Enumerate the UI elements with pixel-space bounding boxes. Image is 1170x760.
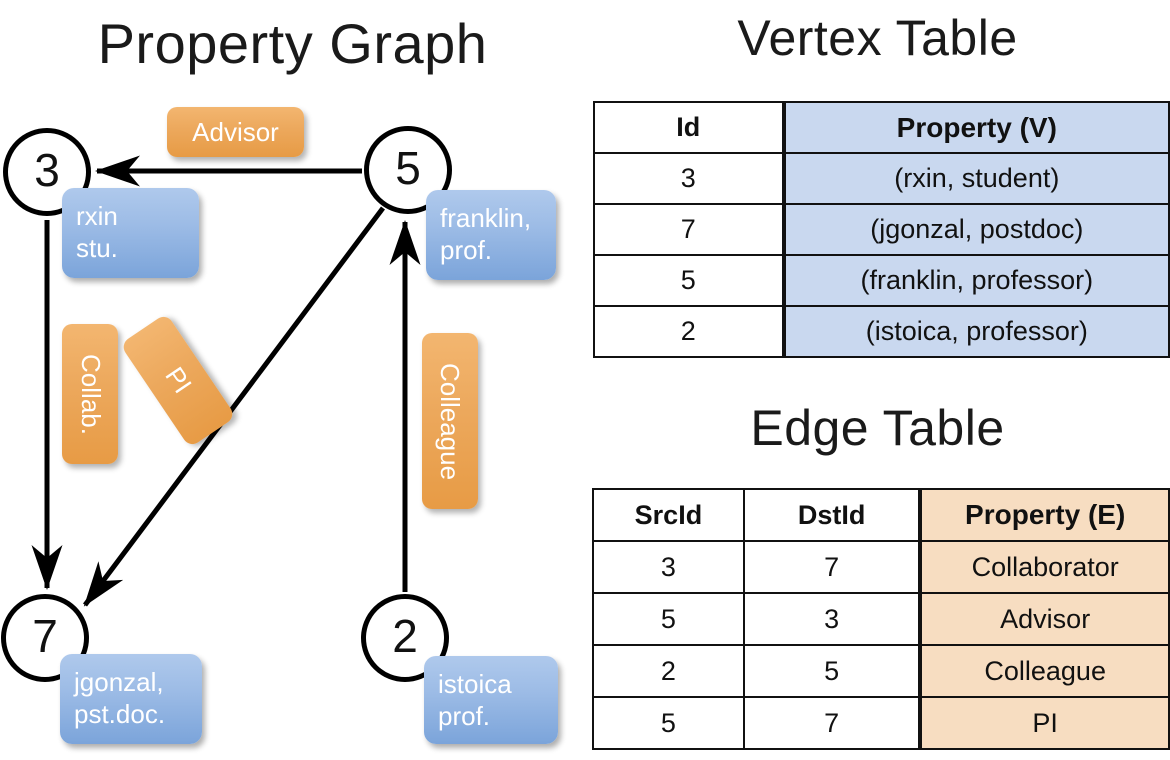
property-graph-panel: Property Graph 3 5 7 2 rxin stu. frankli… [1,12,558,744]
edge-table-cell-property: Collaborator [918,540,1170,594]
vertex-table-cell-id: 7 [593,203,785,256]
vertex-table: Id Property (V) 3 (rxin, student) 7 (jgo… [593,101,1170,358]
edge-label-colleague-text: Colleague [435,362,466,480]
edge-table-cell-srcid: 5 [592,592,745,646]
page-title-edge-table: Edge Table [750,400,1005,456]
edge-table-cell-property: Colleague [918,644,1170,698]
edge-table-cell-dstid: 7 [742,540,922,594]
edge-label-collab-text: Collab. [75,353,106,435]
graph-node-5[interactable]: 5 [364,126,452,214]
edge-table-header-srcid: SrcId [592,488,745,542]
table-row: 2 (istoica, professor) [593,305,1170,358]
edge-label-box-advisor: Advisor [167,107,304,157]
edge-label-box-colleague: Colleague [422,333,478,509]
edge-arrow-pi [83,206,385,607]
edge-table: SrcId DstId Property (E) 3 7 Collaborato… [592,488,1170,750]
vertex-property-box-rxin: rxin stu. [62,188,199,278]
vertex-property-rxin-line2: stu. [76,233,118,263]
vertex-table-cell-property: (jgonzal, postdoc) [781,203,1170,256]
edge-label-box-collab: Collab. [62,324,118,464]
vertex-table-cell-id: 3 [593,152,785,205]
vertex-property-istoica-line2: prof. [438,701,491,731]
vertex-property-box-franklin: franklin, prof. [426,190,556,280]
page-title-vertex-table: Vertex Table [737,10,1018,66]
edge-label-pi-text: PI [159,361,198,399]
vertex-table-header-property: Property (V) [781,101,1170,154]
edge-table-header-property: Property (E) [918,488,1170,542]
edge-table-cell-dstid: 3 [742,592,922,646]
vertex-table-cell-property: (istoica, professor) [781,305,1170,358]
vertex-property-box-jgonzal: jgonzal, pst.doc. [60,654,202,744]
edge-label-advisor-text: Advisor [192,116,279,147]
graph-node-3-label: 3 [34,144,60,196]
vertex-property-box-istoica: istoica prof. [424,656,558,744]
vertex-table-cell-id: 5 [593,254,785,307]
vertex-property-rxin-line1: rxin [76,201,118,231]
table-row: 3 7 Collaborator [592,540,1170,594]
vertex-table-cell-property: (rxin, student) [781,152,1170,205]
graph-edges-layer [31,155,421,607]
graph-node-5-label: 5 [395,142,421,194]
graph-node-2-label: 2 [392,610,418,662]
table-row: 5 (franklin, professor) [593,254,1170,307]
vertex-property-franklin-line2: prof. [440,235,493,265]
table-row: 3 (rxin, student) [593,152,1170,205]
table-row: 5 3 Advisor [592,592,1170,646]
edge-table-cell-dstid: 7 [742,696,922,750]
vertex-property-istoica-line1: istoica [438,669,512,699]
vertex-property-jgonzal-line2: pst.doc. [74,699,166,729]
table-header-row: SrcId DstId Property (E) [592,488,1170,542]
edge-table-cell-property: PI [918,696,1170,750]
table-row: 5 7 PI [592,696,1170,750]
table-row: 7 (jgonzal, postdoc) [593,203,1170,256]
edge-table-cell-property: Advisor [918,592,1170,646]
edge-table-cell-dstid: 5 [742,644,922,698]
graph-node-2[interactable]: 2 [361,594,449,682]
graph-node-7-label: 7 [32,610,58,662]
vertex-table-cell-property: (franklin, professor) [781,254,1170,307]
page-title-property-graph: Property Graph [97,12,488,75]
edge-table-cell-srcid: 3 [592,540,745,594]
vertex-table-header-id: Id [593,101,785,154]
edge-table-header-dstid: DstId [742,488,922,542]
table-row: 2 5 Colleague [592,644,1170,698]
vertex-property-franklin-line1: franklin, [440,203,532,233]
vertex-property-jgonzal-line1: jgonzal, [74,667,164,697]
table-header-row: Id Property (V) [593,101,1170,154]
edge-table-cell-srcid: 5 [592,696,745,750]
vertex-table-cell-id: 2 [593,305,785,358]
edge-table-cell-srcid: 2 [592,644,745,698]
